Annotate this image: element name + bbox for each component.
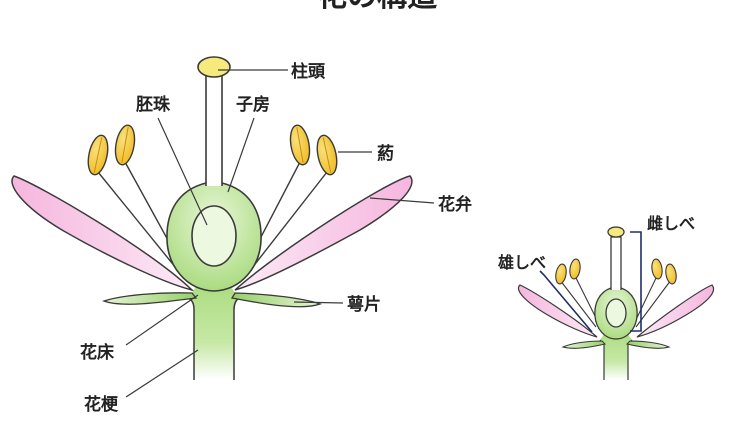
small-petal-left [517,284,598,338]
main-ovule [191,205,237,267]
main-sepal-left [102,292,198,305]
label-stigma: 柱頭 [291,61,326,82]
label-pedicel: 花梗 [84,394,119,415]
small-petal-right [636,284,715,338]
main-sepal-right [230,292,322,308]
main-flower [11,56,413,380]
diagram-title: 花の構造 [317,0,437,14]
main-style [205,73,223,186]
label-anther: 葯 [377,143,394,164]
small-stem [600,326,632,380]
label-receptacle: 花床 [80,342,115,363]
main-stem [188,272,239,380]
label-petal: 花弁 [438,194,472,215]
pistil-bracket [630,231,642,332]
small-flower [517,226,715,380]
main-petal-left [11,175,195,292]
main-stigma [197,56,231,78]
label-ovule: 胚珠 [136,95,171,115]
label-sepal: 萼片 [347,294,381,315]
stamen-bracket [539,270,593,333]
main-anthers [87,124,338,176]
main-leader-lines [125,69,435,398]
label-stamen: 雄しべ [497,253,546,272]
label-ovary: 子房 [236,94,270,115]
label-pistil: 雌しべ [647,214,695,233]
main-petal-right [234,175,413,291]
